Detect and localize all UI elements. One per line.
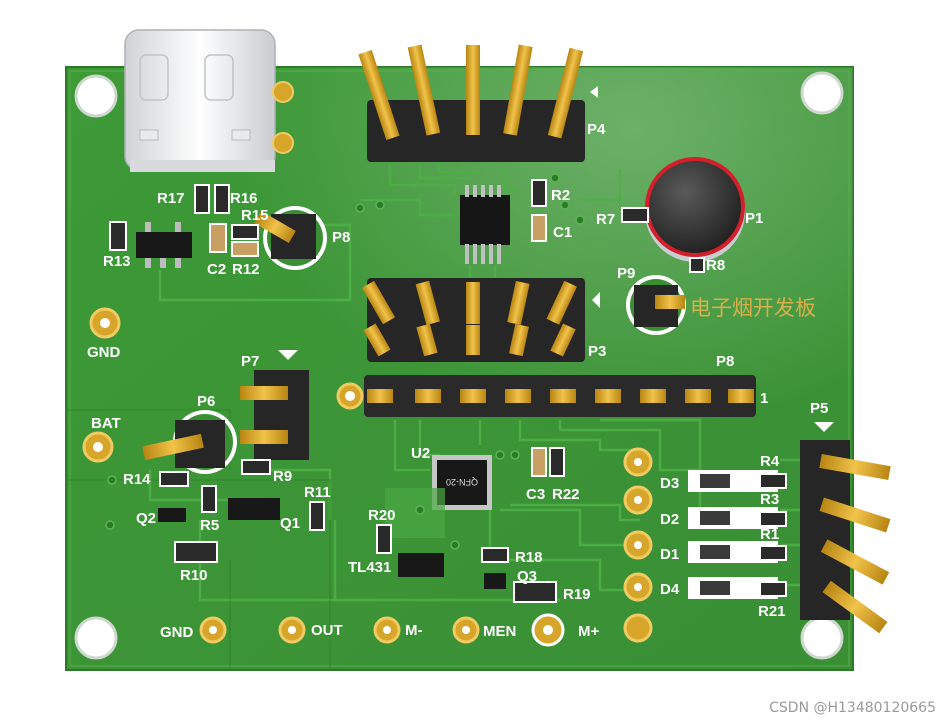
header-p8-row <box>336 375 756 417</box>
label-p9: P9 <box>617 265 635 282</box>
label-p4: P4 <box>587 121 606 138</box>
label-men: MEN <box>483 623 516 640</box>
label-d4: D4 <box>660 581 680 598</box>
label-tl431: TL431 <box>348 559 391 576</box>
header-p7 <box>240 350 309 460</box>
label-c1: C1 <box>553 224 572 241</box>
pin-p8-single <box>254 206 327 270</box>
label-p5: P5 <box>810 400 828 417</box>
label-r3: R3 <box>760 491 779 508</box>
buzzer <box>645 157 745 262</box>
label-p6: P6 <box>197 393 215 410</box>
label-out: OUT <box>311 622 343 639</box>
label-r17: R17 <box>157 190 185 207</box>
label-u2: U2 <box>411 445 430 462</box>
ic-msop <box>460 185 510 264</box>
label-d2: D2 <box>660 511 679 528</box>
header-p5 <box>800 422 891 634</box>
silkscreen-labels: P4 P3 P8 1 P8 P9 P1 R7 R8 R2 C1 R17 R16 … <box>87 121 828 641</box>
label-r20: R20 <box>368 507 396 524</box>
label-r1: R1 <box>760 526 779 543</box>
watermark: CSDN @H13480120665 <box>769 700 936 716</box>
label-q1: Q1 <box>280 515 300 532</box>
header-p4 <box>358 44 598 162</box>
label-r14: R14 <box>123 471 151 488</box>
label-r9: R9 <box>273 468 292 485</box>
label-r11: R11 <box>304 484 331 501</box>
label-qfn: QFN-20 <box>446 477 478 487</box>
vias <box>105 173 585 550</box>
label-r22: R22 <box>552 486 580 503</box>
label-d3: D3 <box>660 475 679 492</box>
board-title-cn: 电子烟开发板 <box>690 296 816 320</box>
label-q3: Q3 <box>517 568 537 585</box>
leds <box>688 470 778 599</box>
pads <box>82 307 653 647</box>
label-r18: R18 <box>515 549 543 566</box>
label-r16: R16 <box>230 190 258 207</box>
transistors <box>136 222 506 589</box>
label-p8-right: P8 <box>716 353 734 370</box>
label-r21: R21 <box>758 603 786 620</box>
mounting-holes <box>74 71 844 660</box>
label-r8: R8 <box>706 257 725 274</box>
label-r5: R5 <box>200 517 219 534</box>
label-r7: R7 <box>596 211 615 228</box>
label-r2: R2 <box>551 187 570 204</box>
pin-p6-single <box>142 410 237 474</box>
label-r13: R13 <box>103 253 131 270</box>
label-bat: BAT <box>91 415 121 432</box>
usb-c-connector <box>124 29 294 172</box>
label-c3: C3 <box>526 486 545 503</box>
pin-p9-single <box>626 275 686 335</box>
label-c2: C2 <box>207 261 226 278</box>
smd-passives <box>109 179 787 603</box>
label-d1: D1 <box>660 546 679 563</box>
label-p8-left: P8 <box>332 229 350 246</box>
header-p3 <box>361 278 600 362</box>
label-r4: R4 <box>760 453 780 470</box>
label-pin1: 1 <box>760 390 768 407</box>
label-gnd-bottom: GND <box>160 624 194 641</box>
label-p3: P3 <box>588 343 606 360</box>
label-r12: R12 <box>232 261 260 278</box>
label-gnd-top: GND <box>87 344 121 361</box>
label-q2: Q2 <box>136 510 156 527</box>
label-r19: R19 <box>563 586 591 603</box>
label-r15: R15 <box>241 207 269 224</box>
label-m-minus: M- <box>405 622 423 639</box>
label-m-plus: M+ <box>578 623 599 640</box>
label-r10: R10 <box>180 567 208 584</box>
label-p7: P7 <box>241 353 259 370</box>
label-p1: P1 <box>745 210 763 227</box>
